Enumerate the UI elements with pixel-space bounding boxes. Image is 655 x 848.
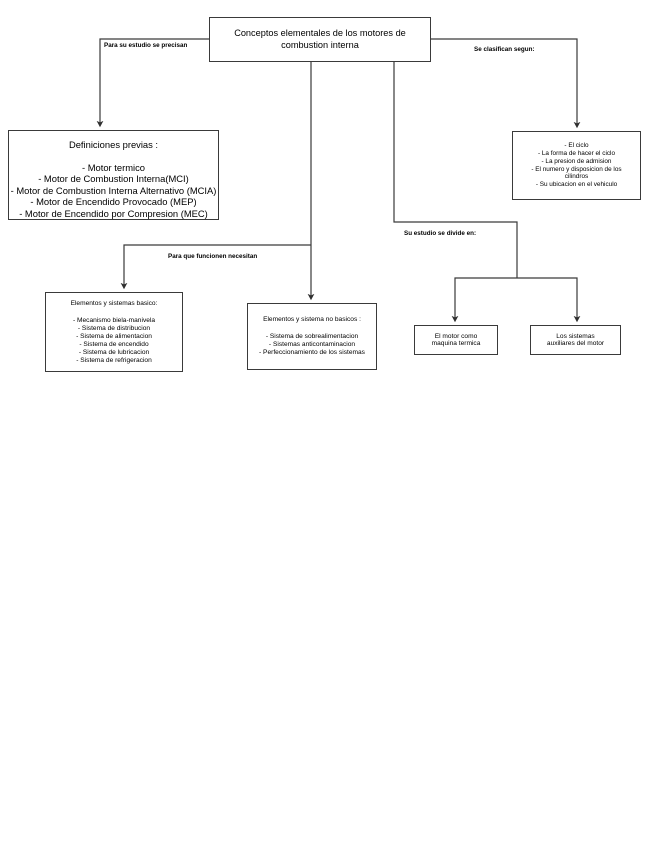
list-item: - Motor de Encendido por Compresion (MEC… — [19, 207, 208, 219]
node-nobasicos-heading: Elementos y sistema no basicos : — [263, 316, 361, 323]
node-definiciones-heading: Definiciones previas : — [68, 139, 159, 150]
list-item: - Su ubicacion en el vehiculo — [535, 181, 618, 189]
edge-label-para-que-funcionen-necesitan: Para que funcionen necesitan — [168, 253, 258, 260]
edge-root-to-divide — [393, 62, 518, 278]
list-item: - Sistema de refrigeracion — [76, 357, 152, 365]
list-item: - El numero y disposicion de los cilindr… — [531, 165, 622, 181]
list-item: - Sistema de distribucion — [77, 325, 151, 333]
node-basicos-heading: Elementos y sistemas basico: — [70, 300, 158, 307]
edge-divide-to-maquina — [451, 277, 517, 323]
list-item: - Perfeccionamiento de los sistemas — [259, 349, 365, 357]
node-criterios-clasificacion[interactable]: - El ciclo - La forma de hacer el ciclo … — [512, 131, 641, 200]
node-maquina-line1: El motor como — [434, 333, 478, 340]
list-item: - Motor de Encendido Provocado (MEP) — [30, 196, 197, 208]
edge-trunk-to-basicos — [120, 244, 311, 290]
node-nobasicos-items: - Sistema de sobrealimentacion - Sistema… — [259, 333, 365, 357]
list-item: - Sistema de lubricacion — [78, 349, 150, 357]
list-item: - Motor termico — [81, 161, 146, 173]
node-sistemas-auxiliares[interactable]: Los sistemas auxiliares del motor — [530, 325, 621, 355]
node-auxiliares-line2: auxiliares del motor — [546, 340, 605, 347]
edge-label-para-su-estudio-se-precisan: Para su estudio se precisan — [104, 42, 188, 49]
node-basicos-items: - Mecanismo biela-manivela - Sistema de … — [73, 317, 155, 365]
edge-divide-to-auxiliares — [517, 277, 581, 323]
node-auxiliares-line1: Los sistemas — [556, 333, 595, 340]
node-elementos-sistemas-no-basicos[interactable]: Elementos y sistema no basicos : - Siste… — [247, 303, 377, 370]
node-motor-maquina-termica[interactable]: El motor como maquina termica — [414, 325, 498, 355]
list-item: - Sistema de sobrealimentacion — [265, 333, 359, 341]
list-item: - Sistemas anticontaminacion — [268, 341, 356, 349]
list-item: - La presion de admision — [541, 157, 612, 165]
edge-root-to-definiciones — [96, 38, 209, 128]
node-definiciones-previas[interactable]: Definiciones previas : - Motor termico -… — [8, 130, 219, 220]
node-clasifican-items: - El ciclo - La forma de hacer el ciclo … — [522, 142, 632, 189]
list-item: - Motor de Combustion Interna Alternativ… — [10, 184, 217, 196]
list-item: - Motor de Combustion Interna(MCI) — [38, 173, 189, 185]
list-item: - Sistema de encendido — [79, 341, 149, 349]
list-item: - Mecanismo biela-manivela — [72, 317, 156, 325]
edge-label-su-estudio-se-divide-en: Su estudio se divide en: — [404, 230, 477, 237]
node-root-text: Conceptos elementales de los motores de … — [234, 28, 406, 50]
node-root-concept[interactable]: Conceptos elementales de los motores de … — [209, 17, 431, 62]
list-item: - La forma de hacer el ciclo — [537, 149, 616, 157]
list-item: - El ciclo — [564, 142, 589, 150]
edge-label-se-clasifican-segun: Se clasifican segun: — [474, 46, 535, 53]
node-definiciones-items: - Motor termico - Motor de Combustion In… — [11, 162, 217, 219]
node-elementos-sistemas-basicos[interactable]: Elementos y sistemas basico: - Mecanismo… — [45, 292, 183, 372]
list-item: - Sistema de alimentacion — [76, 333, 152, 341]
node-maquina-line2: maquina termica — [431, 340, 481, 347]
